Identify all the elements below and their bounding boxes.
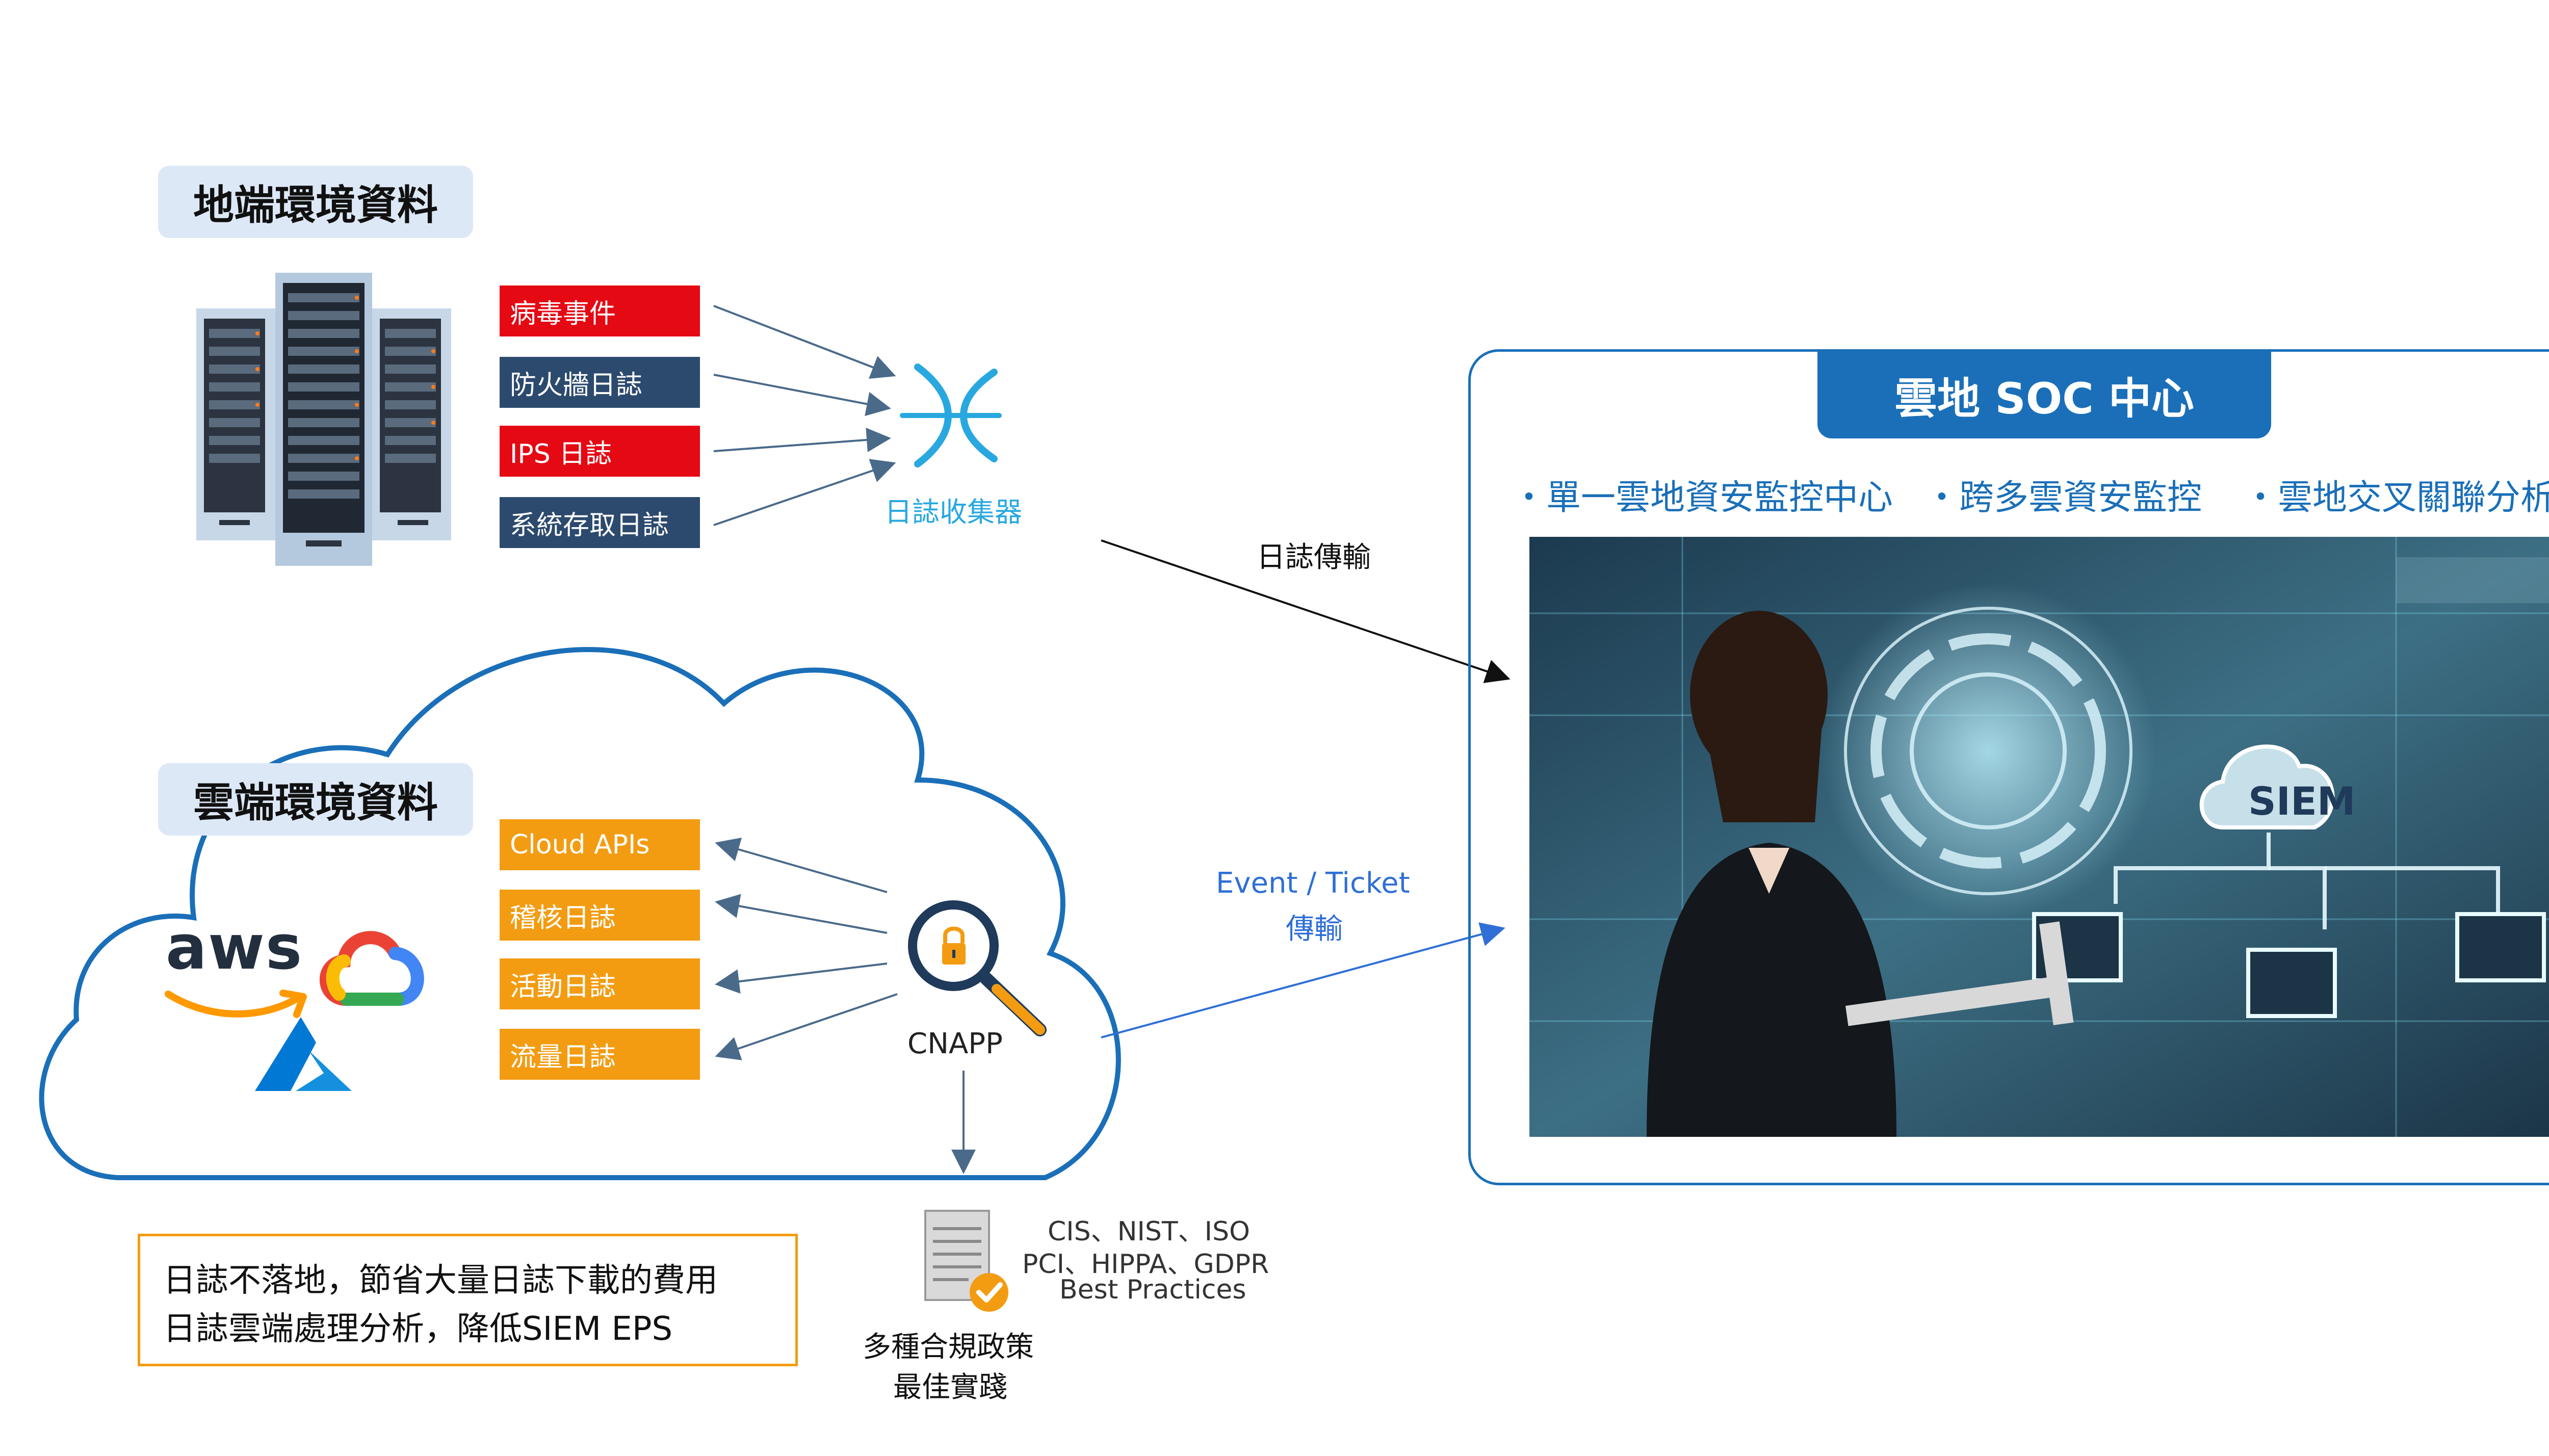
compliance-label-line2: 最佳實踐	[893, 1371, 1007, 1404]
onprem-title: 地端環境資料	[158, 166, 473, 238]
soc-title: 雲地 SOC 中心	[1817, 352, 2271, 438]
compliance-standards-line2: PCI、HIPPA、GDPR	[1022, 1249, 1269, 1280]
compliance-document-icon	[924, 1210, 1008, 1312]
azure-icon	[255, 1017, 352, 1091]
log-flow: 流量日誌	[500, 1029, 700, 1080]
log-virus-events: 病毒事件	[500, 285, 700, 336]
soc-analyst-photo: SIEM	[1529, 537, 2549, 1137]
compliance-label-line1: 多種合規政策	[863, 1331, 1034, 1364]
log-collector-icon	[900, 363, 1002, 467]
cnapp-magnifier-icon	[908, 900, 1047, 1036]
cnapp-label: CNAPP	[907, 1027, 1003, 1060]
soc-feature-3: ・雲地交叉關聯分析	[2243, 478, 2549, 518]
log-firewall: 防火牆日誌	[500, 357, 700, 408]
log-ips: IPS 日誌	[500, 426, 700, 477]
compliance-standards-line1: CIS、NIST、ISO	[1048, 1216, 1250, 1247]
log-system-access: 系統存取日誌	[500, 497, 700, 548]
log-activity: 活動日誌	[500, 958, 700, 1009]
note-box: 日誌不落地，節省大量日誌下載的費用 日誌雲端處理分析，降低SIEM EPS	[138, 1234, 798, 1366]
log-audit: 稽核日誌	[500, 890, 700, 941]
log-collector-label: 日誌收集器	[885, 496, 1022, 528]
server-rack-icon	[196, 273, 451, 566]
event-ticket-label-line1: Event / Ticket	[1216, 867, 1410, 900]
soc-feature-1: ・單一雲地資安監控中心	[1512, 478, 1893, 518]
siem-label: SIEM	[2248, 778, 2356, 824]
aws-smile-icon	[165, 990, 307, 1018]
soc-feature-2: ・跨多雲資安監控	[1924, 478, 2202, 518]
note-line1: 日誌不落地，節省大量日誌下載的費用	[163, 1262, 718, 1299]
log-cloud-apis: Cloud APIs	[500, 819, 700, 870]
note-line2: 日誌雲端處理分析，降低SIEM EPS	[163, 1310, 673, 1348]
event-ticket-label-line2: 傳輸	[1286, 913, 1343, 946]
log-transfer-label: 日誌傳輸	[1257, 541, 1371, 574]
google-cloud-icon	[320, 931, 424, 1006]
compliance-standards-line3: Best Practices	[1059, 1275, 1246, 1305]
aws-logo: aws	[166, 913, 303, 983]
soc-panel	[1468, 349, 2549, 1185]
cloud-title: 雲端環境資料	[158, 763, 473, 836]
